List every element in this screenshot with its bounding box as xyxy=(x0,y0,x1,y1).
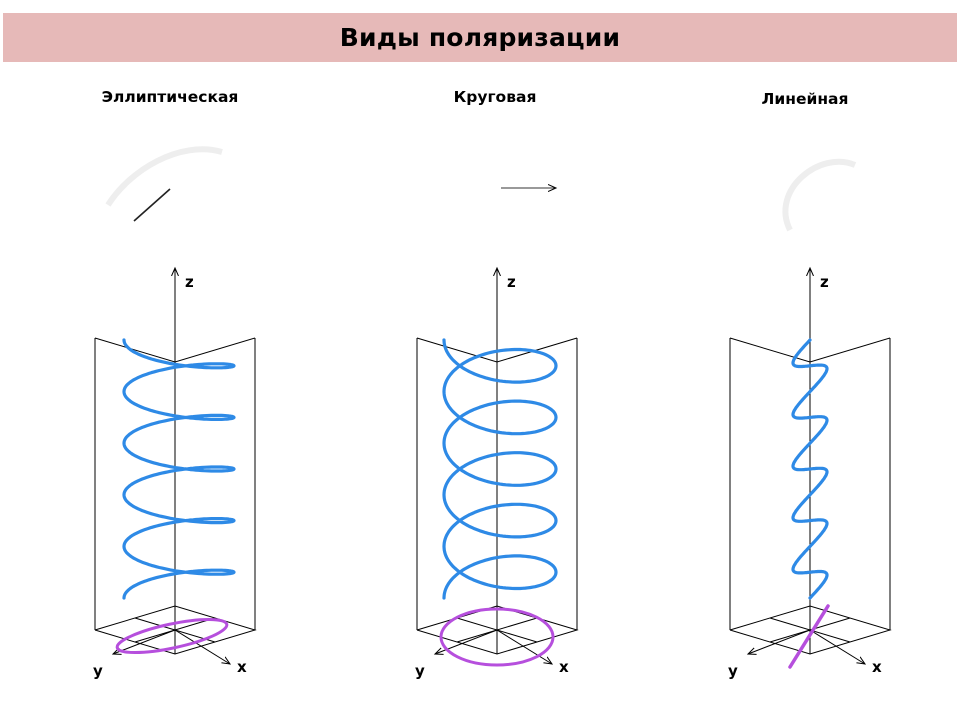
header-bar: Виды поляризации xyxy=(3,13,957,62)
y-axis-label: y xyxy=(728,662,738,680)
z-axis-label: z xyxy=(185,273,194,291)
wave-curve xyxy=(791,338,829,600)
y-axis-label: y xyxy=(93,662,103,680)
y-axis-label: y xyxy=(415,662,425,680)
page-title: Виды поляризации xyxy=(339,23,621,52)
panel-circular: z y x xyxy=(415,268,579,680)
wave-curve xyxy=(442,338,558,600)
panel-elliptical: z y x xyxy=(93,268,257,680)
projection-ellipse xyxy=(115,617,229,655)
x-axis-label: x xyxy=(559,658,569,676)
panel-title-circular: Круговая xyxy=(453,88,537,106)
projection-circle xyxy=(439,607,555,667)
x-axis xyxy=(496,629,552,664)
sketch-linear xyxy=(782,158,857,232)
sketch-elliptical xyxy=(105,146,223,222)
panel-title-elliptical: Эллиптическая xyxy=(101,88,239,106)
y-axis xyxy=(113,629,176,654)
x-axis-label: x xyxy=(237,658,247,676)
panel-linear: z y x xyxy=(728,268,892,680)
z-axis-label: z xyxy=(507,273,516,291)
y-axis xyxy=(435,629,498,654)
y-axis xyxy=(748,629,811,654)
x-axis xyxy=(174,629,230,664)
projection-line xyxy=(788,604,830,669)
x-axis-label: x xyxy=(872,658,882,676)
panel-title-linear: Линейная xyxy=(761,90,849,108)
z-axis-label: z xyxy=(820,273,829,291)
wave-curve xyxy=(122,338,236,600)
x-axis xyxy=(809,629,865,664)
